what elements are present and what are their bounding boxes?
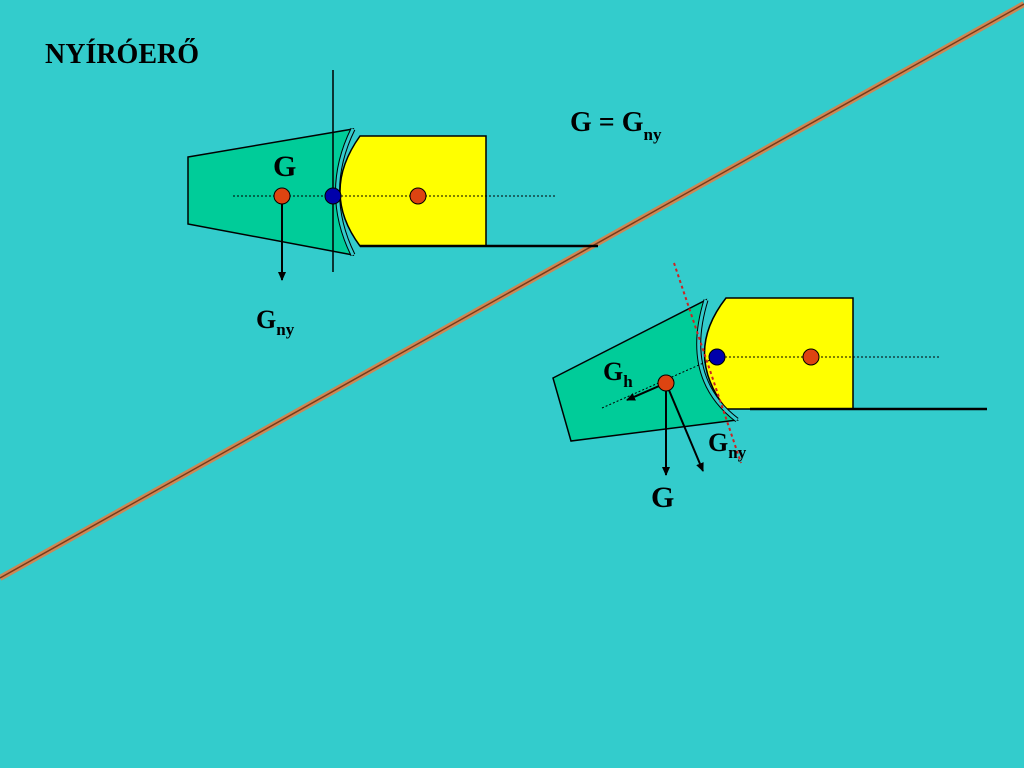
label-Gny-top: Gny [256, 305, 295, 339]
figure-top: G Gny [187, 70, 598, 339]
label-Gh-bottom-sub: h [623, 372, 633, 391]
label-G-bottom: G [651, 481, 674, 514]
dotted-axis-green-bottom [601, 356, 718, 409]
equation: G = Gny [570, 107, 662, 144]
equation-main: G = G [570, 107, 644, 138]
slide-title: NYÍRÓERŐ [45, 38, 199, 70]
label-Gny-bottom-sub: ny [728, 443, 746, 462]
force-arrow-Gny-bottom [665, 382, 704, 472]
center-point-yellow-top [409, 187, 427, 205]
center-point-green-bottom [657, 374, 675, 392]
contact-point-top [324, 187, 342, 205]
label-Gh-bottom-main: G [603, 357, 623, 386]
label-Gny-top-main: G [256, 305, 276, 334]
yellow-block-bottom [703, 297, 854, 410]
label-Gny-top-sub: ny [276, 320, 294, 339]
label-Gh-bottom: Gh [603, 357, 633, 391]
contact-point-bottom [708, 348, 726, 366]
label-Gny-bottom-main: G [708, 428, 728, 457]
figure-bottom: Gh Gny G [552, 262, 987, 514]
equation-subscript: ny [644, 125, 662, 144]
slope-line [0, 1, 1024, 581]
center-point-green-top [273, 187, 291, 205]
label-Gny-bottom: Gny [708, 428, 747, 462]
joint-strip-bottom [697, 299, 738, 422]
center-point-yellow-bottom [802, 348, 820, 366]
inclined-axis-bottom [673, 262, 742, 464]
label-G-top: G [273, 150, 296, 183]
